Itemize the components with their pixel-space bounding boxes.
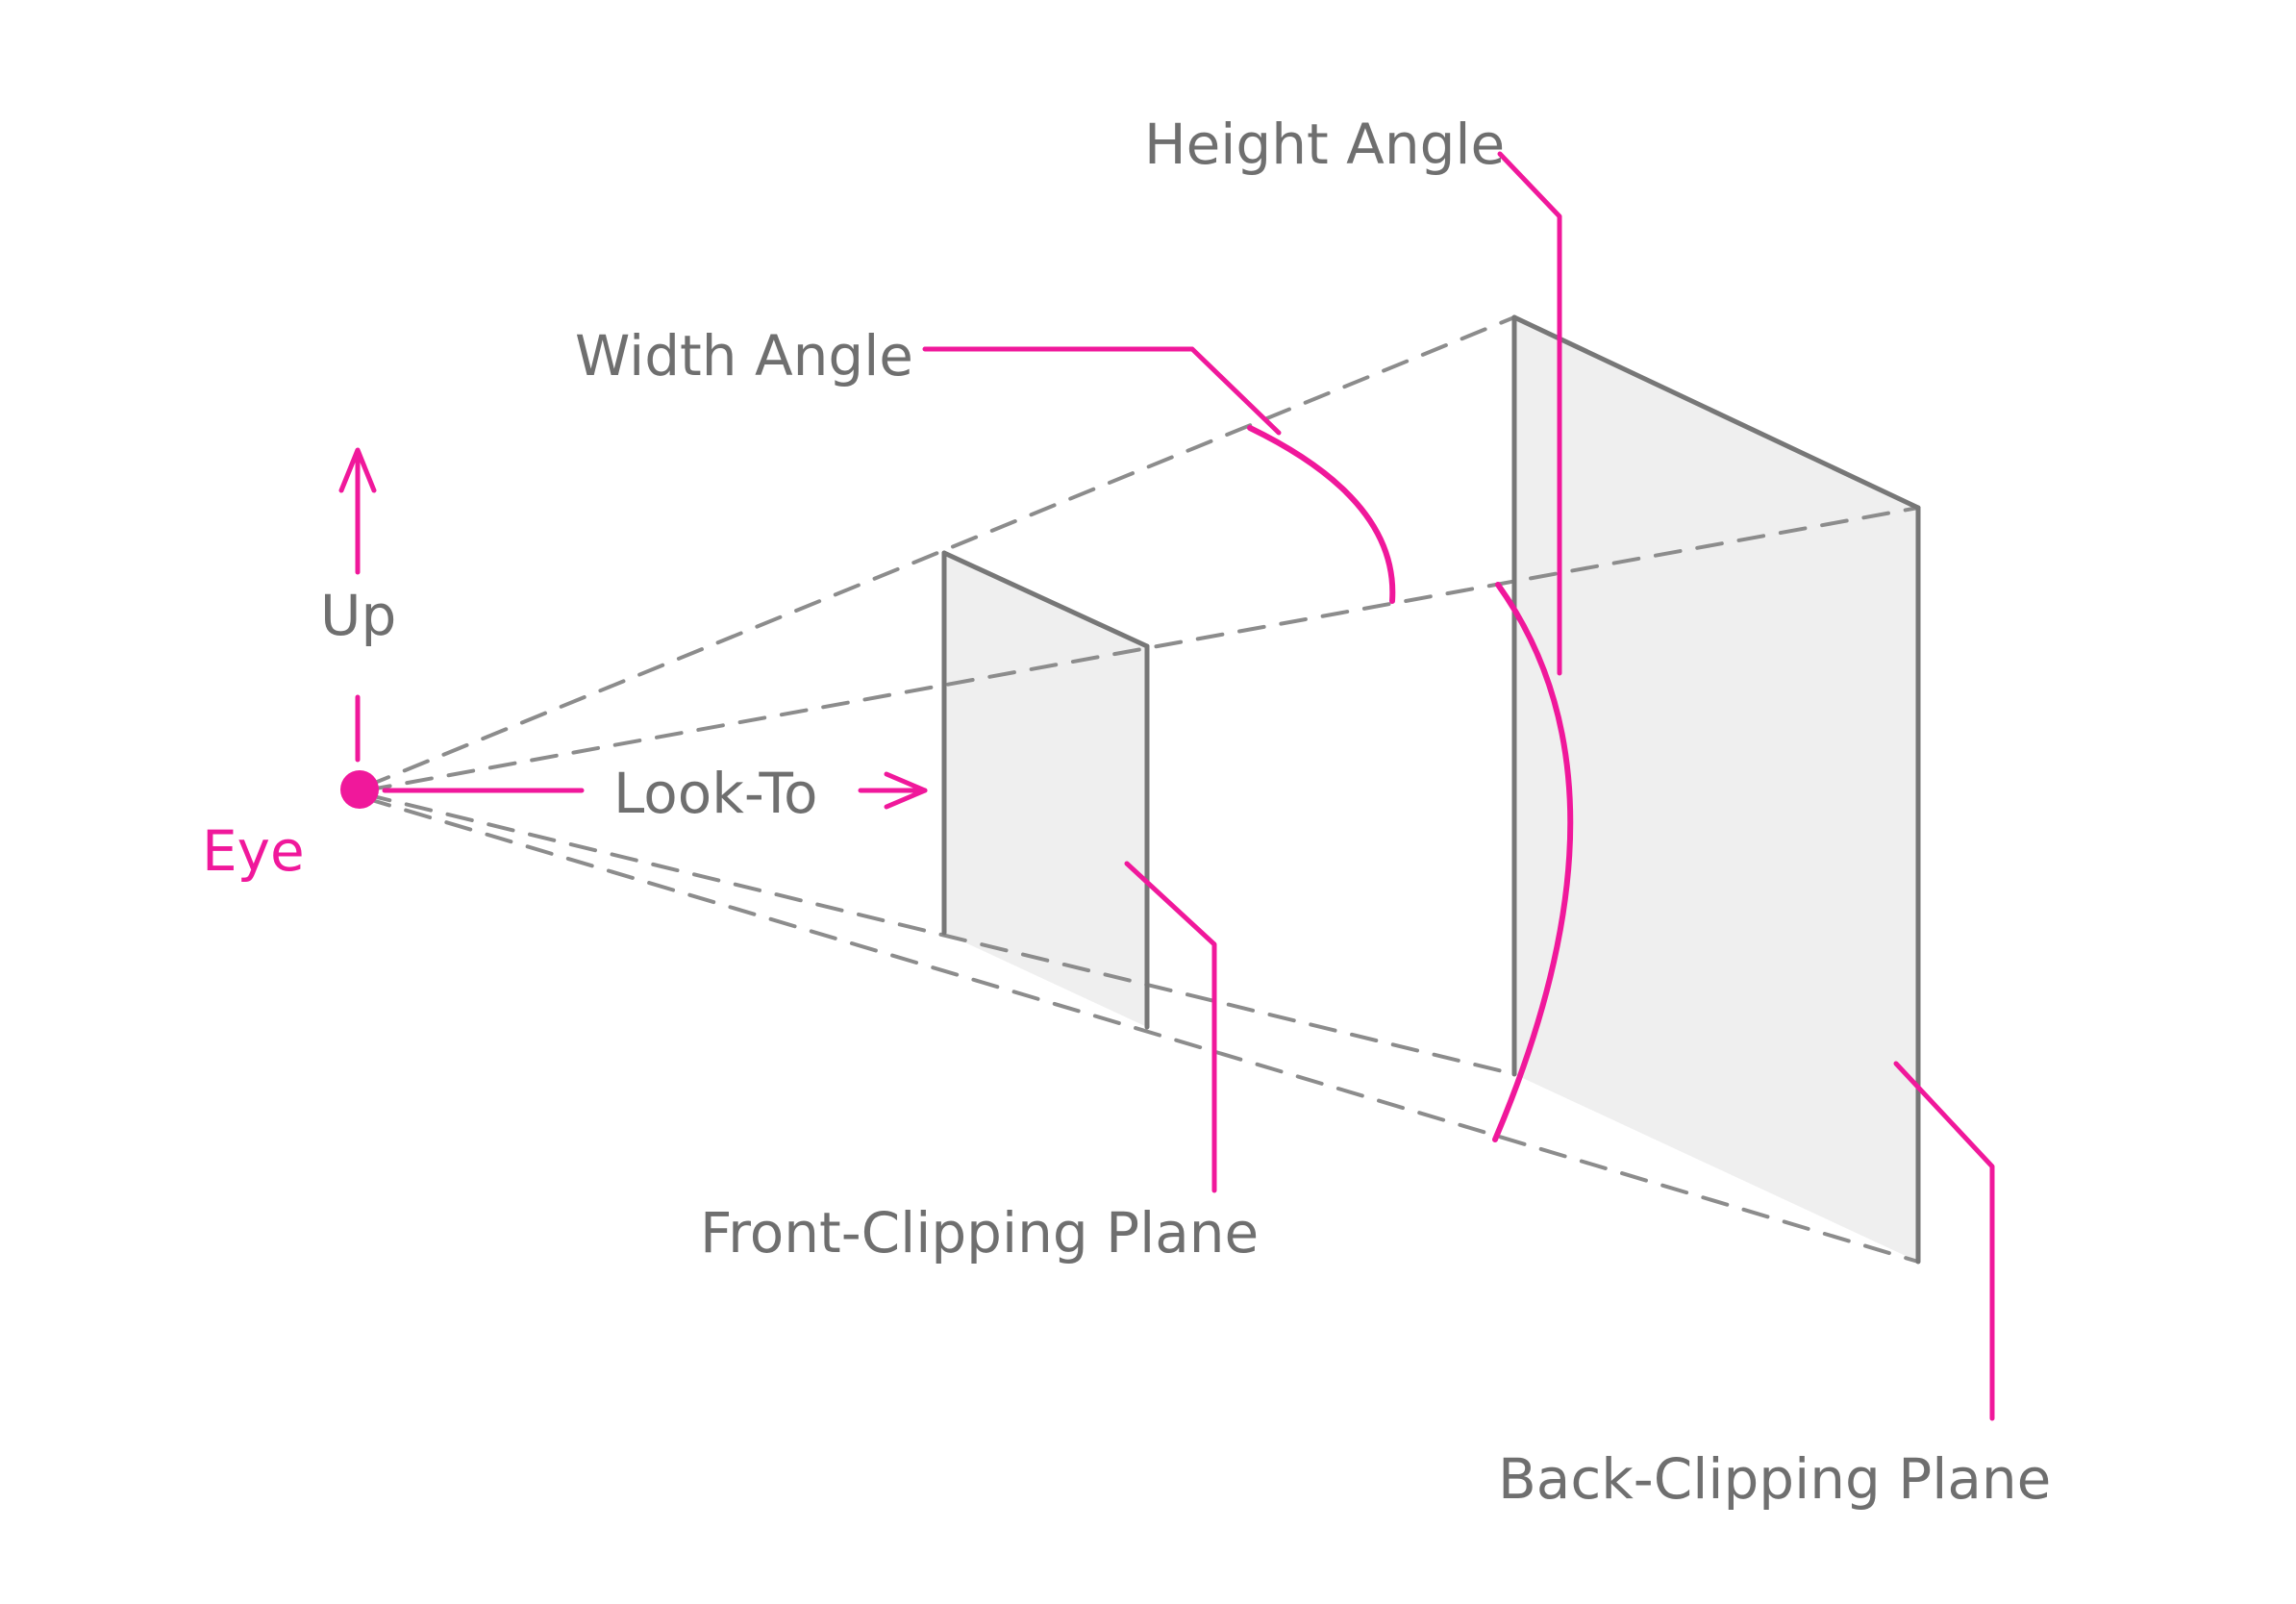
look-to-arrow (382, 771, 928, 810)
front-clipping-plane-label: Front-Clipping Plane (700, 1200, 1259, 1266)
width-angle-leader (922, 346, 1282, 436)
height-angle-leader (1497, 151, 1562, 676)
back-clipping-plane (1514, 317, 1918, 1262)
frustum-line-bottom-left (363, 792, 1516, 1076)
frustum-line-bottom-right (363, 796, 1920, 1264)
eye-point (340, 770, 379, 809)
front-clipping-plane (944, 553, 1147, 1027)
eye-label: Eye (202, 818, 305, 884)
front-plane-top-edge (941, 550, 1150, 649)
leader-lines (922, 151, 1995, 1421)
look-to-arrowhead (884, 771, 928, 810)
front-clipping-plane-leader (1124, 861, 1217, 1193)
height-angle-label: Height Angle (1144, 112, 1505, 177)
up-label: Up (320, 583, 396, 648)
frustum-line-top-left (363, 315, 1516, 789)
back-clipping-plane-leader (1893, 1061, 1995, 1421)
width-angle-arc (1247, 425, 1396, 604)
up-arrow (338, 447, 377, 763)
height-angle-arc (1492, 582, 1574, 1142)
width-angle-label: Width Angle (575, 323, 913, 388)
frustum-line-top-right (363, 506, 1920, 792)
up-arrowhead (338, 447, 377, 493)
back-clipping-plane-edges (1511, 314, 1921, 1265)
front-clipping-plane-edges (941, 550, 1150, 1030)
back-plane-top-edge (1511, 314, 1921, 511)
frustum-lines (363, 315, 1920, 1264)
back-clipping-plane-label: Back-Clipping Plane (1498, 1446, 2051, 1512)
look-to-label: Look-To (613, 761, 818, 826)
